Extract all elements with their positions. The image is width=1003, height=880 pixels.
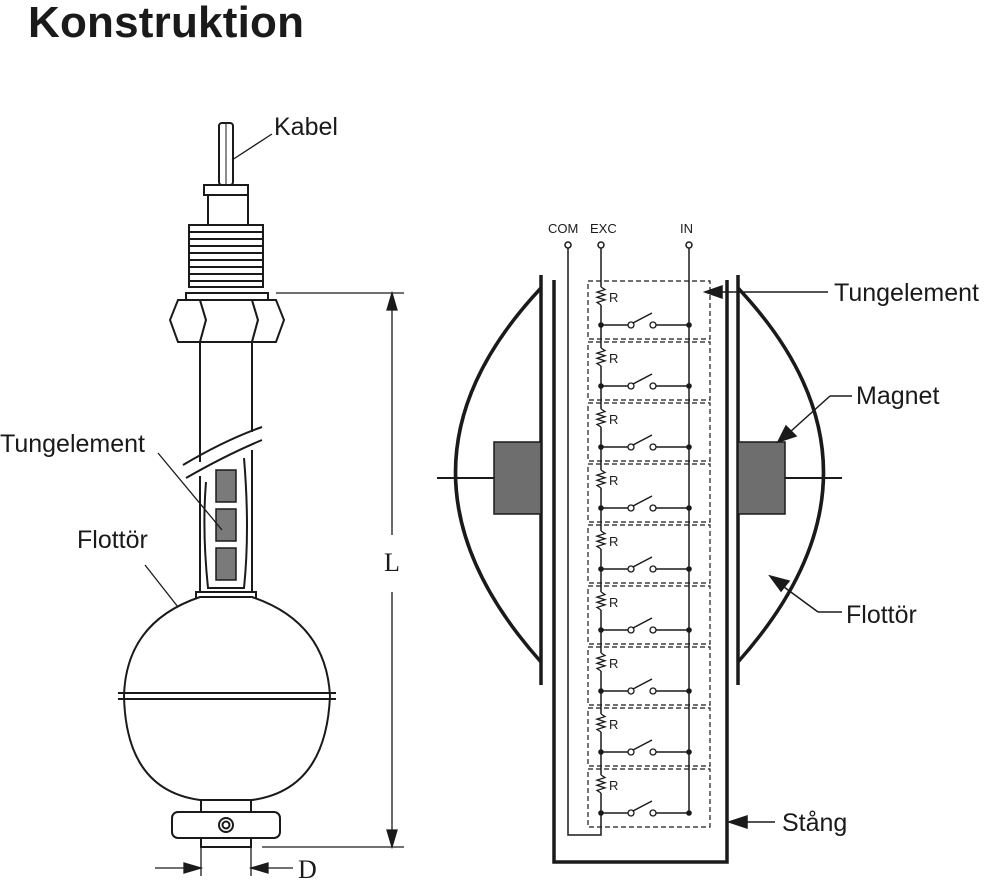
reed-stage-box [587, 707, 711, 767]
switch-contact-right [649, 565, 657, 573]
reed-stage-box [587, 341, 711, 401]
switch-blade [632, 434, 653, 446]
switch-blade [632, 800, 653, 812]
switch-blade [632, 495, 653, 507]
resistor [594, 652, 608, 672]
resistor [594, 591, 608, 611]
dimension-d [155, 848, 293, 876]
resistor [594, 530, 608, 550]
resistor [594, 713, 608, 733]
page-title: Konstruktion [28, 0, 305, 47]
terminals [597, 241, 693, 249]
reed-stage-box [587, 524, 711, 584]
switch-contact-left [627, 382, 635, 390]
resistor-label: R [609, 717, 618, 732]
resistor-label: R [609, 473, 618, 488]
reed-stage-box [587, 768, 711, 828]
reed-stage-box [587, 585, 711, 645]
switch-contact-right [649, 382, 657, 390]
float-switch-drawing [118, 122, 336, 848]
reed-stage-box [587, 646, 711, 706]
switch-contact-left [627, 565, 635, 573]
switch-contact-right [649, 321, 657, 329]
reed-stage-box [587, 402, 711, 462]
resistor [594, 469, 608, 489]
terminal-exc-label: EXC [590, 221, 617, 236]
label-reed-left: Tungelement [0, 430, 145, 458]
reed-ladder: R R R R R R R R R [587, 248, 711, 828]
label-dim-l: L [384, 548, 400, 577]
resistor-label: R [609, 778, 618, 793]
switch-contact-right [649, 809, 657, 817]
switch-contact-left [627, 443, 635, 451]
resistor [594, 347, 608, 367]
switch-contact-left [627, 687, 635, 695]
label-cable: Kabel [274, 113, 338, 141]
resistor-label: R [609, 656, 618, 671]
label-magnet: Magnet [856, 382, 939, 410]
label-dim-d: D [298, 855, 317, 880]
float-ball [118, 596, 336, 801]
switch-blade [632, 373, 653, 385]
threaded-fitting [188, 224, 264, 288]
switch-contact-right [649, 504, 657, 512]
switch-contact-left [627, 626, 635, 634]
resistor-label: R [609, 534, 618, 549]
dimension-l [262, 290, 404, 850]
magnets [493, 441, 786, 515]
resistor [594, 774, 608, 794]
resistor [594, 286, 608, 306]
switch-contact-right [649, 443, 657, 451]
reed-stage-box [587, 463, 711, 523]
resistor-label: R [609, 290, 618, 305]
resistor-label: R [609, 412, 618, 427]
switch-contact-left [627, 321, 635, 329]
label-float-left: Flottör [77, 526, 148, 554]
rod-tube [552, 280, 729, 864]
reed-elements [215, 469, 237, 581]
label-float-right: Flottör [846, 601, 917, 629]
switch-blade [632, 312, 653, 324]
resistor [594, 408, 608, 428]
resistor-label: R [609, 351, 618, 366]
com-wire [564, 241, 602, 836]
switch-contact-right [649, 626, 657, 634]
switch-contact-left [627, 504, 635, 512]
switch-contact-left [627, 809, 635, 817]
switch-blade [632, 739, 653, 751]
cable-gland [203, 184, 249, 226]
hex-nut [168, 292, 286, 343]
rod [182, 342, 263, 592]
terminal-com-label: COM [548, 221, 578, 236]
right-callouts [702, 284, 852, 830]
switch-contact-left [627, 748, 635, 756]
label-reed-right: Tungelement [834, 279, 979, 307]
label-rod: Stång [782, 809, 847, 837]
switch-blade [632, 617, 653, 629]
switch-blade [632, 678, 653, 690]
cable [218, 122, 234, 186]
switch-contact-right [649, 748, 657, 756]
resistor-label: R [609, 595, 618, 610]
stop-collar [171, 799, 281, 848]
switch-blade [632, 556, 653, 568]
reed-stage-box [587, 280, 711, 340]
terminal-in-label: IN [680, 221, 693, 236]
switch-contact-right [649, 687, 657, 695]
